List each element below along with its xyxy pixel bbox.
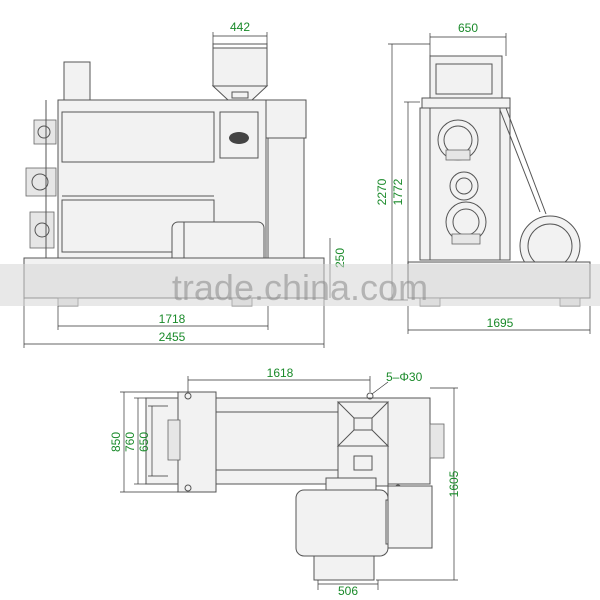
- hopper-rim: [212, 43, 268, 49]
- upper-panel: [61, 111, 215, 163]
- dim-1695: 1695: [487, 316, 514, 330]
- plan-dimensions: 1618 5–Φ30 850 760 650 1605 506: [109, 366, 461, 598]
- watermark-text: trade.china.com: [172, 267, 428, 308]
- dim-1718: 1718: [159, 312, 186, 326]
- dim-1772: 1772: [391, 178, 405, 205]
- logo-badge: [229, 132, 249, 144]
- dim-650-plan: 650: [137, 432, 151, 452]
- left-gear-middle: [25, 167, 57, 197]
- side-column: [267, 137, 305, 267]
- side-hood: [265, 99, 307, 139]
- side-dimensions: 650 2270 1772 1695: [375, 21, 591, 334]
- watermark-band: [0, 264, 600, 306]
- plan-motor-base: [313, 555, 375, 581]
- chimney: [63, 61, 91, 101]
- dim-1605: 1605: [447, 470, 461, 497]
- side-top-cap: [421, 97, 511, 109]
- plan-side-box: [387, 485, 433, 549]
- main-body: [57, 99, 267, 259]
- dim-850: 850: [109, 432, 123, 452]
- plan-motor: [295, 489, 389, 557]
- plan-hopper-upper: [337, 401, 389, 447]
- dim-holes: 5–Φ30: [386, 370, 423, 384]
- left-gear-upper: [33, 119, 57, 145]
- dim-650: 650: [458, 21, 478, 35]
- dim-2270: 2270: [375, 178, 389, 205]
- dim-250: 250: [333, 248, 347, 268]
- plan-view: [145, 391, 445, 581]
- plan-left-block: [177, 391, 217, 493]
- roller-middle: [449, 171, 479, 201]
- dim-2455: 2455: [159, 330, 186, 344]
- left-gear-lower: [29, 211, 55, 249]
- logo-plate: [219, 111, 259, 159]
- hopper-outlet: [231, 91, 249, 99]
- dim-1618: 1618: [267, 366, 294, 380]
- dim-506: 506: [338, 584, 358, 598]
- hopper-box: [212, 47, 268, 87]
- dim-760: 760: [123, 432, 137, 452]
- dim-442: 442: [230, 20, 250, 34]
